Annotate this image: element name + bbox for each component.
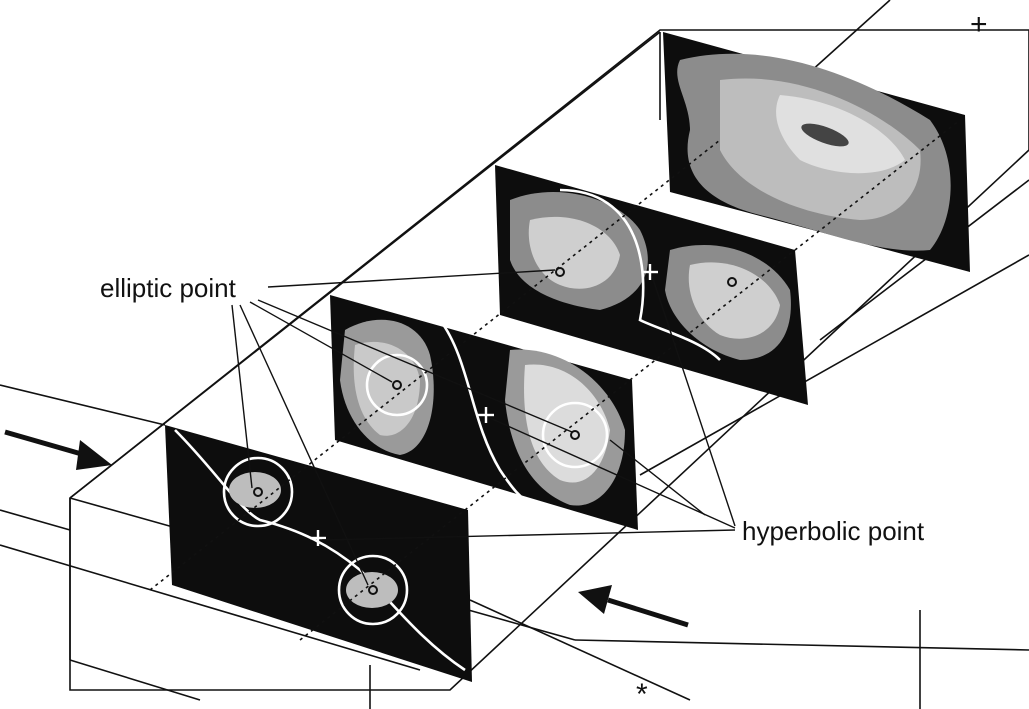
flow-arrow-right	[578, 585, 689, 628]
cross-section-2	[330, 295, 638, 530]
axis-label-y: +	[970, 8, 988, 41]
hyperbolic-point-label: hyperbolic point	[742, 516, 925, 546]
flow-arrow-left	[4, 429, 112, 470]
hyperbolic-leaders	[321, 275, 736, 541]
elliptic-markers	[253, 267, 737, 595]
cross-section-4	[663, 32, 970, 272]
elliptic-leaders	[231, 269, 573, 586]
hyperbolic-markers	[310, 264, 658, 546]
axis-label-x: *	[636, 678, 648, 709]
elliptic-point-label: elliptic point	[100, 273, 237, 303]
elliptic-axes	[149, 119, 961, 641]
